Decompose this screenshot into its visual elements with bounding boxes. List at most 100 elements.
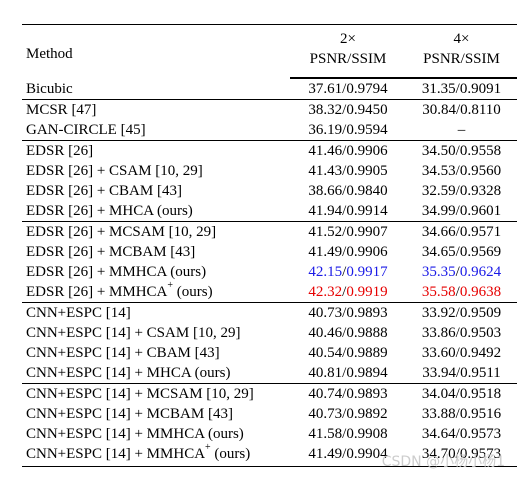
psnr-value: 42.32 — [308, 284, 343, 300]
ssim-value: 0.9624 — [459, 264, 502, 280]
psnr-ssim-2x-cell: 41.46/0.9906 — [290, 140, 402, 161]
psnr-ssim-2x-cell: 36.19/0.9594 — [308, 122, 388, 138]
psnr-ssim-2x-cell: 38.66/0.9840 — [308, 183, 388, 199]
method-cell: EDSR [26] + MMHCA+ (ours) — [22, 280, 290, 303]
header-row-scales: Method 2× 4× — [22, 24, 517, 78]
results-table: Method 2× 4× PSNR/SSIM PSNR/SSIM Bicubic… — [22, 24, 517, 467]
method-cell: CNN+ESPC [14] + MHCA (ours) — [26, 365, 231, 381]
table-row: GAN-CIRCLE [45] 36.19/0.9594 – — [22, 120, 517, 141]
watermark: CSDN @小杨小杨1 — [381, 454, 505, 470]
psnr-ssim-2x-cell: 41.94/0.9914 — [308, 203, 388, 219]
method-superscript: + — [167, 280, 174, 291]
table-row: CNN+ESPC [14] + MCSAM [10, 29]40.74/0.98… — [22, 383, 517, 404]
psnr-ssim-4x-cell: 30.84/0.8110 — [402, 99, 517, 120]
table-row: EDSR [26] + MMHCA (ours) 42.15/0.9917 35.3… — [22, 262, 517, 282]
psnr-value: 35.35 — [421, 264, 456, 280]
method-cell: CNN+ESPC [14] + MCSAM [10, 29] — [22, 383, 290, 404]
method-name: EDSR [26] + MMHCA — [26, 284, 168, 300]
psnr-ssim-4x-cell: 34.50/0.9558 — [402, 140, 517, 161]
table-row: CNN+ESPC [14] + MCBAM [43] 40.73/0.9892 33… — [22, 404, 517, 424]
ssim-value: 0.9917 — [346, 264, 388, 280]
method-cell: GAN-CIRCLE [45] — [26, 122, 146, 138]
psnr-ssim-4x-cell: 34.70/0.9573 — [402, 444, 517, 467]
psnr-ssim-2x-cell: 40.73/0.9892 — [308, 406, 388, 422]
method-cell: MCSR [47] — [22, 99, 290, 120]
table-row: CNN+ESPC [14] + MMHCA (ours) 41.58/0.9908… — [22, 424, 517, 444]
psnr-ssim-2x-cell: 41.58/0.9908 — [308, 426, 388, 442]
table-row: CNN+ESPC [14] + CSAM [10, 29] 40.46/0.988… — [22, 323, 517, 343]
method-cell: CNN+ESPC [14] + MMHCA+ (ours) — [22, 442, 290, 467]
psnr-ssim-2x-cell: 42.15/0.9917 — [308, 264, 388, 280]
psnr-ssim-2x-cell: 38.32/0.9450 — [290, 99, 402, 120]
psnr-ssim-4x-cell: 34.53/0.9560 — [421, 163, 502, 179]
table-row: EDSR [26] + CBAM [43] 38.66/0.9840 32.59/0… — [22, 181, 517, 201]
table-row: EDSR [26] + CSAM [10, 29] 41.43/0.9905 34.… — [22, 161, 517, 181]
method-cell: EDSR [26] + MMHCA (ours) — [26, 264, 207, 280]
table-row: Bicubic 37.61/0.9794 31.35/0.9091 — [22, 78, 517, 100]
method-superscript: + — [205, 442, 211, 453]
method-cell: EDSR [26] + CSAM [10, 29] — [26, 163, 203, 179]
ssim-value: 0.9919 — [346, 284, 388, 300]
method-cell: CNN+ESPC [14] + MCBAM [43] — [26, 406, 233, 422]
psnr-value: 42.15 — [308, 264, 343, 280]
psnr-ssim-2x-cell: 40.73/0.9893 — [290, 302, 402, 323]
method-cell: CNN+ESPC [14] + MMHCA (ours) — [26, 426, 244, 442]
psnr-ssim-4x-cell: 34.99/0.9601 — [421, 203, 502, 219]
method-cell: CNN+ESPC [14] + CBAM [43] — [26, 345, 220, 361]
table-row: CNN+ESPC [14] + MHCA (ours) 40.81/0.9894 3… — [22, 363, 517, 384]
method-suffix: (ours) — [210, 446, 251, 462]
table-row: EDSR [26] + MHCA (ours) 41.94/0.9914 34.99… — [22, 201, 517, 222]
psnr-ssim-2x-cell: 41.49/0.9906 — [308, 244, 388, 260]
psnr-ssim-2x-cell: 41.49/0.9904 — [290, 444, 402, 467]
ssim-value: 0.9638 — [459, 284, 502, 300]
psnr-ssim-4x-cell: 33.94/0.9511 — [422, 365, 501, 381]
psnr-ssim-4x-cell: – — [457, 122, 466, 138]
psnr-ssim-4x-cell: 35.35/0.9624 — [421, 264, 502, 280]
psnr-ssim-2x-cell: 42.32/0.9919 — [308, 284, 388, 300]
method-cell: CNN+ESPC [14] — [22, 302, 290, 323]
psnr-ssim-4x-cell: 33.88/0.9516 — [421, 406, 502, 422]
method-cell: CNN+ESPC [14] + CSAM [10, 29] — [26, 325, 241, 341]
psnr-ssim-4x-cell: 34.04/0.9518 — [402, 383, 517, 404]
psnr-ssim-2x-cell: 41.43/0.9905 — [308, 163, 388, 179]
psnr-ssim-4x-cell: 34.64/0.9573 — [421, 426, 502, 442]
psnr-ssim-4x-cell: 33.60/0.9492 — [421, 345, 502, 361]
psnr-ssim-4x-cell: 34.66/0.9571 — [402, 221, 517, 242]
psnr-ssim-4x-cell: 33.86/0.9503 — [421, 325, 502, 341]
psnr-ssim-2x-cell: 40.81/0.9894 — [308, 365, 388, 381]
method-cell: EDSR [26] — [22, 140, 290, 161]
psnr-ssim-2x-cell: 41.52/0.9907 — [290, 221, 402, 242]
method-cell: EDSR [26] + MCBAM [43] — [26, 244, 196, 260]
psnr-ssim-4x-cell: 35.58/0.9638 — [421, 284, 502, 300]
method-cell: EDSR [26] + CBAM [43] — [26, 183, 182, 199]
psnr-ssim-4x-cell: 33.92/0.9509 — [402, 302, 517, 323]
scale-2x-header: 2× — [290, 24, 402, 49]
table-row: CNN+ESPC [14] + MMHCA+ (ours)41.49/0.990… — [22, 442, 517, 467]
psnr-ssim-2x-cell: 37.61/0.9794 — [308, 81, 388, 97]
method-cell: EDSR [26] + MCSAM [10, 29] — [22, 221, 290, 242]
header-row-metrics: PSNR/SSIM PSNR/SSIM — [22, 49, 517, 79]
psnr-ssim-2x-cell: 40.46/0.9888 — [308, 325, 388, 341]
method-cell: Bicubic — [26, 80, 73, 97]
method-cell: EDSR [26] + MHCA (ours) — [26, 203, 193, 219]
psnr-ssim-4x-cell: 32.59/0.9328 — [421, 183, 502, 199]
psnr-value: 35.58 — [421, 284, 456, 300]
psnr-ssim-4x-cell: 31.35/0.9091 — [421, 81, 502, 97]
psnr-ssim-4x-cell: 34.65/0.9569 — [421, 244, 502, 260]
method-column-header: Method — [22, 24, 290, 78]
scale-4x-header: 4× — [402, 24, 517, 49]
method-name: CNN+ESPC [14] + MMHCA — [26, 446, 206, 462]
table-row: CNN+ESPC [14] + CBAM [43] 40.54/0.9889 33.… — [22, 343, 517, 363]
table-row: EDSR [26] + MCBAM [43] 41.49/0.9906 34.65/… — [22, 242, 517, 262]
psnr-ssim-2x-cell: 40.74/0.9893 — [290, 383, 402, 404]
method-suffix: (ours) — [173, 284, 213, 300]
metric-4x-header: PSNR/SSIM — [402, 49, 517, 79]
psnr-ssim-2x-cell: 40.54/0.9889 — [308, 345, 388, 361]
table-row: EDSR [26] + MMHCA+ (ours) 42.32/0.9919 35.… — [22, 280, 517, 303]
metric-2x-header: PSNR/SSIM — [290, 49, 402, 79]
